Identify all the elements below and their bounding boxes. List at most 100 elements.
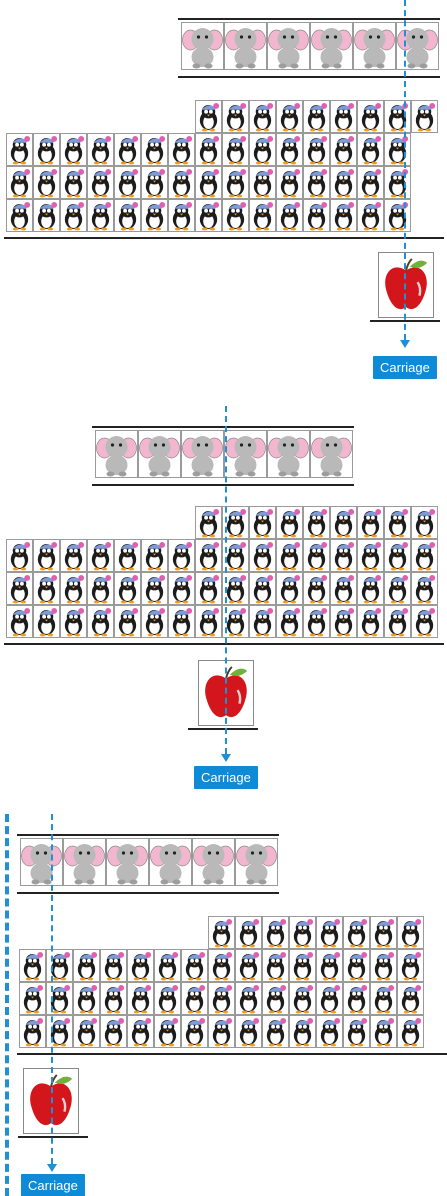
penguin-icon xyxy=(77,1018,98,1047)
penguin-icon xyxy=(320,1018,341,1047)
penguin-icon xyxy=(307,509,328,538)
penguin-tile xyxy=(6,166,33,199)
penguin-tile xyxy=(411,572,438,605)
penguin-tile xyxy=(357,572,384,605)
penguin-tile xyxy=(127,1015,154,1048)
penguin-tile xyxy=(303,506,330,539)
penguin-tile xyxy=(6,572,33,605)
penguin-tile xyxy=(141,133,168,166)
penguin-icon xyxy=(401,952,422,981)
penguin-tile xyxy=(249,199,276,232)
penguin-tile xyxy=(195,506,222,539)
penguin-icon xyxy=(266,985,287,1014)
elephant-tile xyxy=(106,838,149,886)
penguin-tile xyxy=(384,199,411,232)
penguin-icon xyxy=(91,608,112,637)
penguin-icon xyxy=(253,509,274,538)
penguin-icon xyxy=(293,985,314,1014)
elephant-icon xyxy=(268,436,309,477)
penguin-tile xyxy=(384,506,411,539)
penguin-tile xyxy=(6,605,33,638)
penguin-icon xyxy=(253,542,274,571)
penguin-icon xyxy=(172,202,193,231)
penguin-tile xyxy=(46,1015,73,1048)
penguin-tile xyxy=(330,539,357,572)
penguin-icon xyxy=(226,103,247,132)
penguin-tile xyxy=(330,605,357,638)
penguin-tile xyxy=(303,572,330,605)
elephant-icon xyxy=(225,436,266,477)
penguin-tile xyxy=(154,1015,181,1048)
penguin-icon xyxy=(415,509,436,538)
penguin-icon xyxy=(239,919,260,948)
penguin-tile xyxy=(343,1015,370,1048)
penguin-icon xyxy=(212,985,233,1014)
penguin-tile xyxy=(289,1015,316,1048)
penguin-icon xyxy=(293,1018,314,1047)
penguin-icon xyxy=(388,608,409,637)
penguin-icon xyxy=(307,103,328,132)
penguin-icon xyxy=(293,919,314,948)
penguin-icon xyxy=(226,136,247,165)
penguin-tile xyxy=(6,199,33,232)
penguin-tile xyxy=(276,539,303,572)
penguin-icon xyxy=(388,575,409,604)
penguin-tile xyxy=(141,605,168,638)
penguin-icon xyxy=(347,1018,368,1047)
penguin-icon xyxy=(239,985,260,1014)
penguin-icon xyxy=(118,575,139,604)
penguin-icon xyxy=(199,509,220,538)
penguin-tile xyxy=(276,100,303,133)
penguin-icon xyxy=(388,136,409,165)
penguin-tile xyxy=(249,605,276,638)
penguin-icon xyxy=(199,575,220,604)
penguin-icon xyxy=(172,136,193,165)
penguin-tile xyxy=(168,133,195,166)
penguin-tile xyxy=(289,949,316,982)
penguin-icon xyxy=(199,608,220,637)
penguin-tile xyxy=(411,506,438,539)
elephant-tile xyxy=(63,838,106,886)
penguin-icon xyxy=(374,1018,395,1047)
penguin-tile xyxy=(384,539,411,572)
penguin-tile xyxy=(100,1015,127,1048)
penguin-tile xyxy=(276,605,303,638)
penguin-icon xyxy=(334,542,355,571)
penguin-icon xyxy=(10,169,31,198)
penguin-icon xyxy=(415,608,436,637)
elephant-icon xyxy=(225,28,266,69)
penguin-tile xyxy=(19,982,46,1015)
penguin-icon xyxy=(307,169,328,198)
penguin-tile xyxy=(222,100,249,133)
penguin-icon xyxy=(91,575,112,604)
penguin-tile xyxy=(357,506,384,539)
penguin-tile xyxy=(168,166,195,199)
penguin-icon xyxy=(50,1018,71,1047)
penguin-tile xyxy=(262,916,289,949)
penguin-tile xyxy=(222,133,249,166)
penguin-icon xyxy=(118,608,139,637)
elephant-icon xyxy=(311,436,352,477)
penguin-tile xyxy=(87,605,114,638)
penguin-icon xyxy=(361,136,382,165)
penguin-tile xyxy=(100,949,127,982)
penguin-tile xyxy=(195,166,222,199)
penguin-tile xyxy=(397,916,424,949)
penguin-tile xyxy=(357,133,384,166)
penguin-tile xyxy=(330,133,357,166)
penguin-tile xyxy=(330,572,357,605)
penguin-icon xyxy=(145,575,166,604)
penguin-tile xyxy=(249,572,276,605)
penguin-tile xyxy=(303,199,330,232)
elephant-icon xyxy=(107,844,148,885)
penguin-icon xyxy=(185,985,206,1014)
penguin-icon xyxy=(145,136,166,165)
elephant-icon xyxy=(139,436,180,477)
penguin-icon xyxy=(118,169,139,198)
penguin-icon xyxy=(253,136,274,165)
penguin-tile xyxy=(87,572,114,605)
penguin-tile xyxy=(87,166,114,199)
penguin-icon xyxy=(172,608,193,637)
penguin-tile xyxy=(316,1015,343,1048)
penguin-tile xyxy=(141,199,168,232)
